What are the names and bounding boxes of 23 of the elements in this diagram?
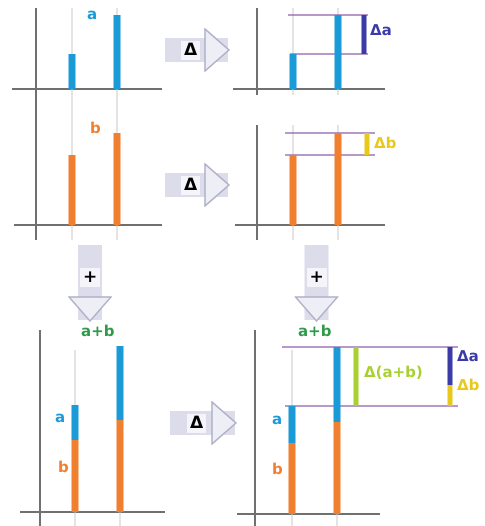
- block-arrow: [165, 163, 230, 207]
- block-arrow: [294, 245, 338, 322]
- difference-label: Δ(a+b): [364, 365, 423, 380]
- sum-label: a+b: [298, 324, 332, 339]
- block-arrow: [68, 245, 112, 322]
- difference-label: Δb: [374, 136, 396, 151]
- bar-label: a: [272, 412, 282, 427]
- difference-label: Δa: [370, 23, 392, 38]
- bar-label: b: [90, 121, 101, 136]
- difference-label: Δb: [457, 378, 480, 393]
- sum-label: a+b: [81, 324, 114, 339]
- edge-label: Δ: [181, 40, 200, 60]
- block-arrow: [170, 401, 237, 445]
- bar-label: b: [58, 460, 69, 475]
- bar-label: b: [272, 462, 283, 477]
- block-arrow: [165, 28, 230, 72]
- edge-label: Δ: [187, 414, 206, 432]
- bar-label: a: [87, 7, 98, 22]
- bar-label: a: [55, 410, 66, 425]
- edge-label: +: [306, 268, 327, 287]
- edge-label: +: [80, 268, 100, 287]
- difference-label: Δa: [457, 349, 479, 364]
- edge-label: Δ: [181, 176, 200, 194]
